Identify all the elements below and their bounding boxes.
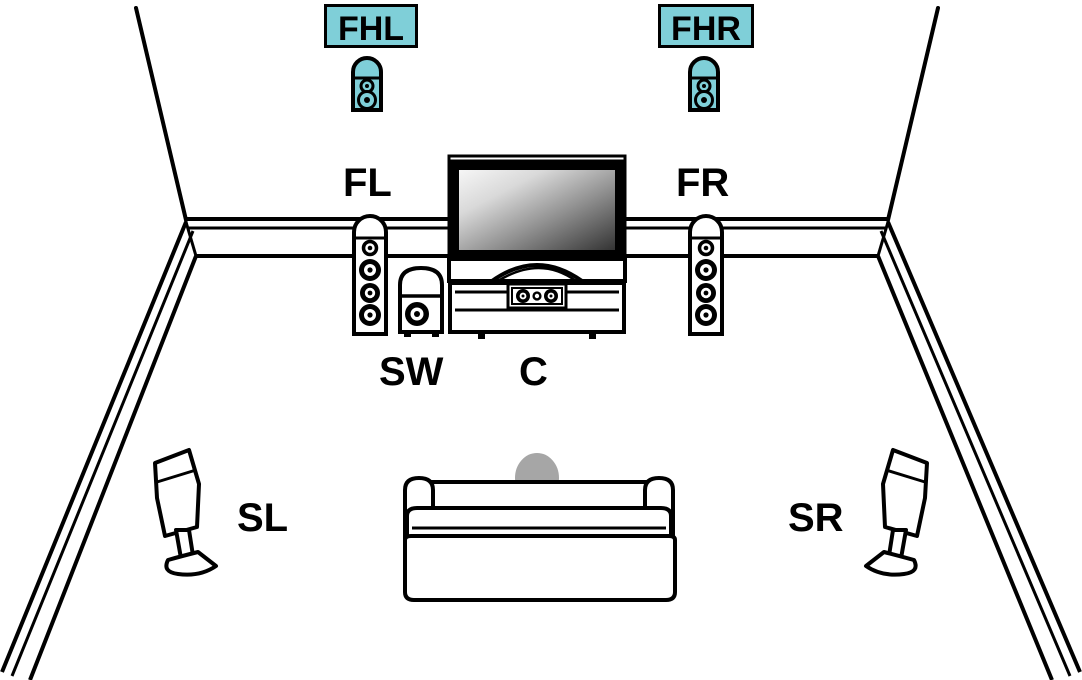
tv-cabinet bbox=[448, 281, 626, 339]
television bbox=[447, 154, 627, 283]
surround-left-speaker bbox=[153, 448, 218, 577]
label-sl: SL bbox=[237, 496, 289, 540]
label-c: C bbox=[519, 350, 548, 394]
front-right-speaker bbox=[688, 214, 724, 336]
sofa bbox=[403, 476, 677, 602]
front-height-left-speaker bbox=[351, 56, 383, 112]
front-left-speaker bbox=[352, 214, 388, 336]
surround-right-speaker bbox=[864, 448, 929, 577]
label-sr: SR bbox=[788, 496, 844, 540]
center-speaker bbox=[506, 282, 568, 310]
front-height-right-speaker bbox=[688, 56, 720, 112]
label-fr: FR bbox=[676, 161, 730, 205]
subwoofer-speaker bbox=[398, 265, 444, 337]
badge-fhr: FHR bbox=[658, 4, 754, 48]
label-sw: SW bbox=[379, 350, 444, 394]
label-fl: FL bbox=[343, 161, 392, 205]
badge-fhl: FHL bbox=[324, 4, 418, 48]
